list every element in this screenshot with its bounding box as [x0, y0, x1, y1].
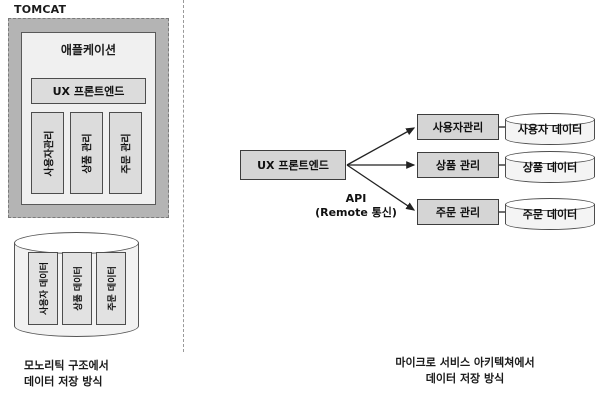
monolith-caption-line1: 모노리틱 구조에서	[24, 359, 109, 372]
monolith-caption: 모노리틱 구조에서 데이터 저장 방식	[24, 358, 174, 390]
microservice-order-box: 주문 관리	[417, 199, 499, 225]
monolith-module-order: 주문 관리	[109, 112, 142, 194]
monolith-module-order-label: 주문 관리	[122, 132, 134, 174]
monolith-module-user: 사용자관리	[31, 112, 64, 194]
api-caption: API (Remote 통신)	[300, 192, 412, 220]
arrow-ux-to-user	[346, 127, 416, 166]
microservice-order-datastore: 주문 데이터	[505, 198, 595, 230]
cylinder-top-ellipse	[14, 232, 139, 254]
section-divider	[183, 0, 184, 352]
microservice-order-datastore-label: 주문 데이터	[522, 208, 578, 221]
cylinder-top-ellipse	[505, 151, 595, 164]
cylinder-top-ellipse	[505, 198, 595, 211]
microservices-ux-frontend-box: UX 프론트엔드	[240, 150, 346, 180]
monolith-module-product: 상품 관리	[70, 112, 103, 194]
application-label: 애플케이션	[60, 43, 117, 57]
microservices-caption-line2: 데이터 저장 방식	[425, 372, 505, 385]
monolith-data-order-label: 주문 데이터	[107, 266, 118, 311]
monolith-data-user: 사용자 데이터	[28, 252, 58, 325]
monolith-data-product-label: 상품 데이터	[73, 266, 84, 311]
cylinder-top-ellipse	[505, 113, 595, 126]
monolith-data-product: 상품 데이터	[62, 252, 92, 325]
api-caption-line1: API	[345, 192, 367, 205]
microservice-product-datastore: 상품 데이터	[505, 151, 595, 183]
microservices-caption: 마이크로 서비스 아키텍쳐에서 데이터 저장 방식	[330, 355, 600, 387]
microservices-caption-line1: 마이크로 서비스 아키텍쳐에서	[395, 356, 535, 369]
monolith-caption-line2: 데이터 저장 방식	[24, 375, 103, 388]
monolith-database-cylinder: 사용자 데이터 상품 데이터 주문 데이터	[14, 232, 139, 337]
microservice-user-datastore-label: 사용자 데이터	[517, 123, 583, 136]
monolith-ux-frontend-box: UX 프론트엔드	[31, 78, 146, 104]
tomcat-label: TOMCAT	[14, 3, 67, 16]
monolith-module-product-label: 상품 관리	[83, 132, 95, 174]
microservice-product-box: 상품 관리	[417, 152, 499, 178]
monolith-data-user-label: 사용자 데이터	[39, 262, 50, 315]
microservice-user-box: 사용자관리	[417, 114, 499, 140]
monolith-module-user-label: 사용자관리	[44, 130, 55, 176]
api-caption-line2: (Remote 통신)	[315, 206, 397, 219]
microservice-product-datastore-label: 상품 데이터	[522, 161, 578, 174]
monolith-data-order: 주문 데이터	[96, 252, 126, 325]
microservice-user-datastore: 사용자 데이터	[505, 113, 595, 145]
